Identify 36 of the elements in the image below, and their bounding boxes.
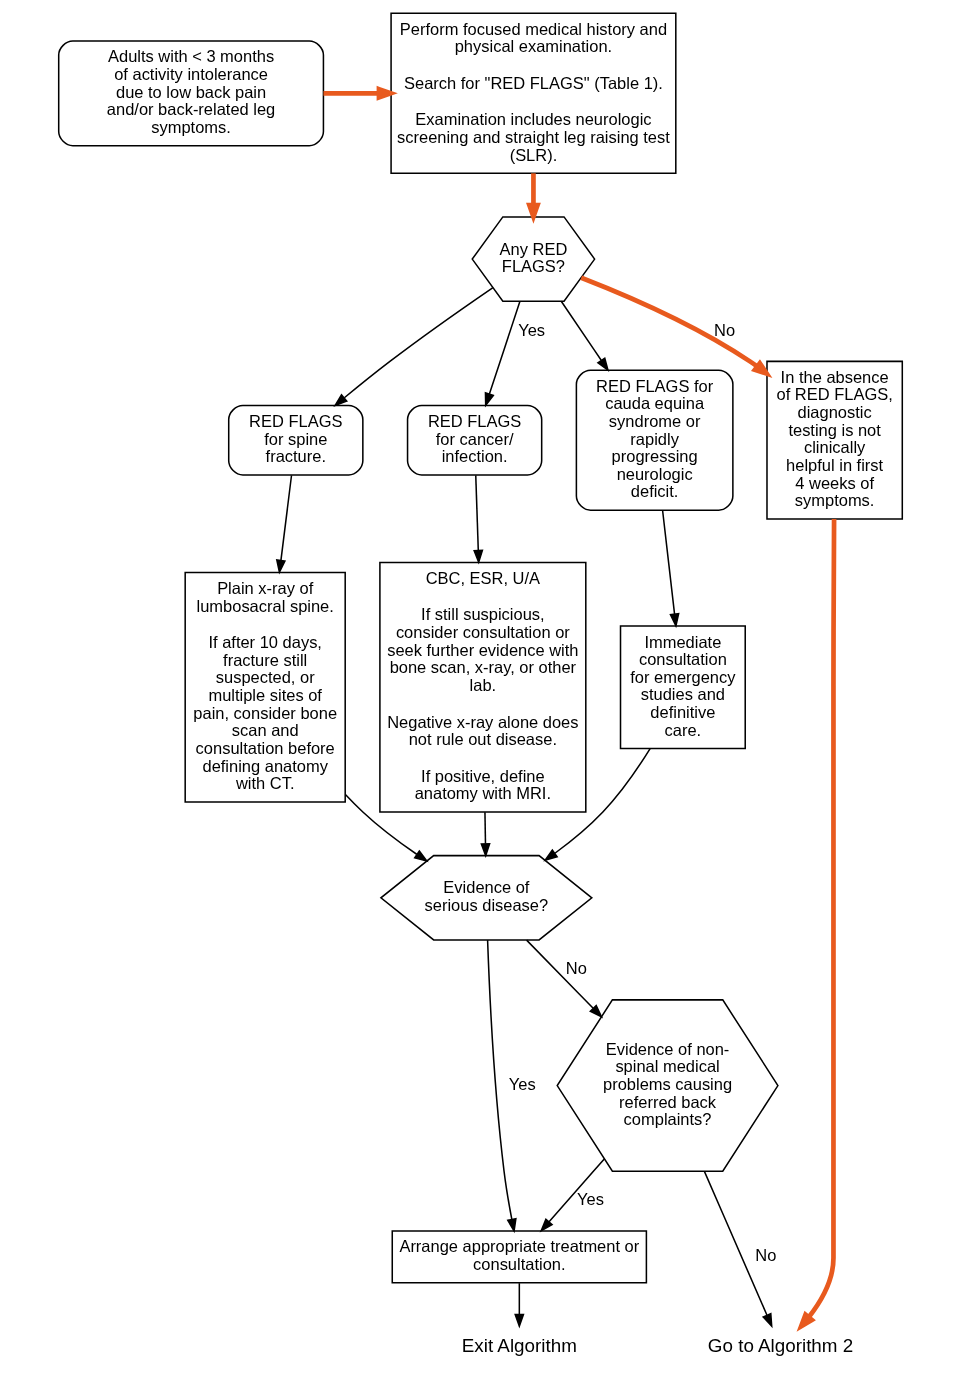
node-box: Arrange appropriate treatment or consultation. bbox=[391, 1230, 648, 1284]
node-text: Go to Algorithm 2 bbox=[707, 1335, 854, 1357]
arrow bbox=[323, 85, 398, 101]
arrow bbox=[525, 939, 604, 1019]
arrow bbox=[473, 474, 484, 565]
arrow bbox=[539, 1158, 606, 1233]
node-box: Adults with < 3 months of activity intolerance due to low back pain and/or back-related leg symptoms. bbox=[57, 40, 325, 147]
arrow bbox=[514, 1282, 525, 1329]
arrow bbox=[486, 939, 517, 1234]
arrow bbox=[543, 747, 651, 862]
arrow bbox=[480, 811, 491, 858]
arrow bbox=[661, 509, 680, 629]
edge-label: Yes bbox=[508, 1074, 536, 1093]
node-box: Plain x-ray of lumbosacral spine. If after 10 days, fracture still suspected, or multiple sites of pain, consider bone scan and consultation before defining anatomy with CT. bbox=[184, 571, 346, 803]
node-box: RED FLAGS for spine fracture. bbox=[227, 404, 364, 476]
arrow bbox=[275, 474, 293, 575]
arrow bbox=[344, 793, 429, 863]
node-text: Exit Algorithm bbox=[461, 1335, 577, 1357]
edge-label: No bbox=[714, 320, 736, 339]
node-box: In the absence of RED FLAGS, diagnostic testing is not clinically helpful in first 4 weeks of symptoms. bbox=[766, 360, 904, 520]
arrow bbox=[796, 519, 837, 1332]
edge-label: Yes bbox=[518, 320, 546, 339]
node-box: Immediate consultation for emergency studies and definitive care. bbox=[619, 625, 746, 750]
arrow bbox=[333, 287, 494, 407]
node-box: RED FLAGS for cancer/ infection. bbox=[406, 404, 543, 476]
arrow bbox=[703, 1170, 773, 1329]
arrow bbox=[526, 173, 541, 224]
arrow bbox=[560, 300, 610, 373]
edge-label: No bbox=[755, 1246, 777, 1265]
edge-label: No bbox=[565, 959, 587, 978]
arrow bbox=[580, 275, 773, 378]
arrow bbox=[484, 300, 521, 408]
node-box: Perform focused medical history and physical examination. Search for "RED FLAGS" (Table 1). Examination includes neurologic screening and straight leg raising test (SLR). bbox=[390, 12, 677, 175]
node-box: RED FLAGS for cauda equina syndrome or rapidly progressing neurologic deficit. bbox=[575, 369, 734, 511]
edge-label: Yes bbox=[577, 1190, 604, 1209]
node-box: CBC, ESR, U/A If still suspicious, consider consultation or seek further evidence with bone scan, x-ray, or other lab. Negative x-ray alone does not rule out disease. If positive, define anatomy with MRI. bbox=[379, 561, 587, 813]
